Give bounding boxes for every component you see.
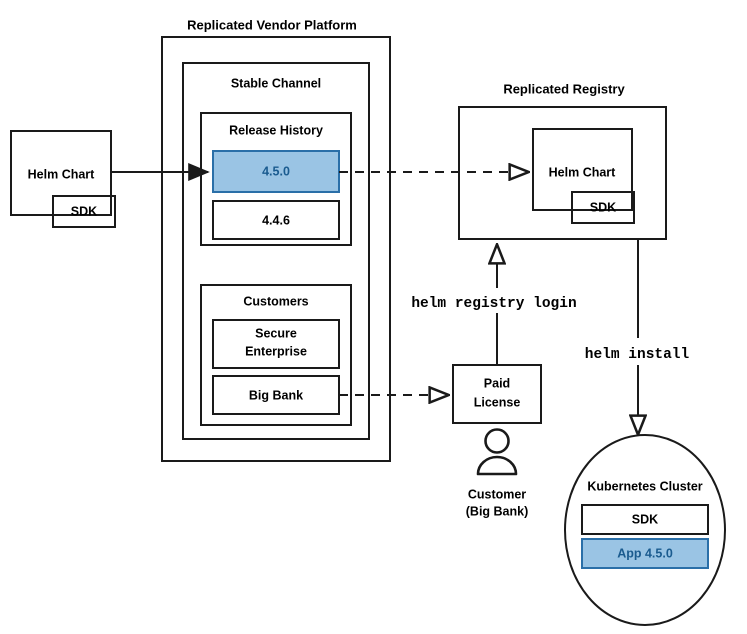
paid-license-label-line2: License <box>474 395 521 409</box>
customer-actor: Customer (Big Bank) <box>466 428 529 518</box>
kubernetes-cluster-circle[interactable] <box>564 434 726 626</box>
source-helm-chart-label: Helm Chart <box>28 167 96 181</box>
paid-license-label-line1: Paid <box>484 376 510 390</box>
source-sdk-box[interactable] <box>52 195 116 228</box>
edge-label-helm-registry-login: helm registry login <box>411 296 576 312</box>
cluster-item-app-label: App 4.5.0 <box>617 546 673 560</box>
registry-title: Replicated Registry <box>503 81 625 96</box>
edge-label-helm-install: helm install <box>585 347 690 363</box>
node-paid-license[interactable]: Paid License <box>452 364 542 424</box>
registry-helm-chart-box[interactable] <box>532 128 633 211</box>
customers-box[interactable] <box>200 284 352 426</box>
registry-sdk-label: SDK <box>590 200 616 214</box>
registry-sdk-box[interactable] <box>571 191 635 224</box>
person-icon-body <box>476 455 518 476</box>
release-item-4-5-0[interactable] <box>212 150 340 193</box>
kubernetes-cluster-label: Kubernetes Cluster <box>587 479 702 493</box>
customer-actor-label-line2: (Big Bank) <box>466 504 529 518</box>
node-kubernetes-cluster[interactable]: Kubernetes Cluster SDK App 4.5.0 <box>564 434 726 626</box>
release-item-4-4-6[interactable] <box>212 200 340 240</box>
stable-channel-box[interactable] <box>182 62 370 440</box>
customer-actor-label-line1: Customer <box>468 487 526 501</box>
cluster-item-app[interactable] <box>581 538 709 569</box>
release-history-label: Release History <box>229 123 323 137</box>
paid-license-box[interactable] <box>452 364 542 424</box>
customer-secure-enterprise-label-line2: Enterprise <box>245 344 307 358</box>
cluster-item-sdk[interactable] <box>581 504 709 535</box>
customer-secure-enterprise[interactable] <box>212 319 340 369</box>
person-icon-head <box>484 428 510 454</box>
node-registry[interactable]: Helm Chart SDK <box>458 106 667 240</box>
platform-box[interactable] <box>161 36 391 462</box>
node-platform[interactable]: Stable Channel Release History 4.5.0 4.4… <box>161 36 391 462</box>
source-sdk-label: SDK <box>71 204 97 218</box>
node-source-helm-chart[interactable]: Helm Chart SDK <box>10 130 116 228</box>
registry-helm-chart-label: Helm Chart <box>549 165 617 179</box>
platform-title: Replicated Vendor Platform <box>187 17 357 32</box>
customer-big-bank-label: Big Bank <box>249 388 303 402</box>
cluster-item-sdk-label: SDK <box>632 512 658 526</box>
release-item-4-4-6-label: 4.4.6 <box>262 213 290 227</box>
customer-secure-enterprise-label-line1: Secure <box>255 326 297 340</box>
release-item-4-5-0-label: 4.5.0 <box>262 164 290 178</box>
stable-channel-label: Stable Channel <box>231 76 321 90</box>
customers-label: Customers <box>243 294 308 308</box>
